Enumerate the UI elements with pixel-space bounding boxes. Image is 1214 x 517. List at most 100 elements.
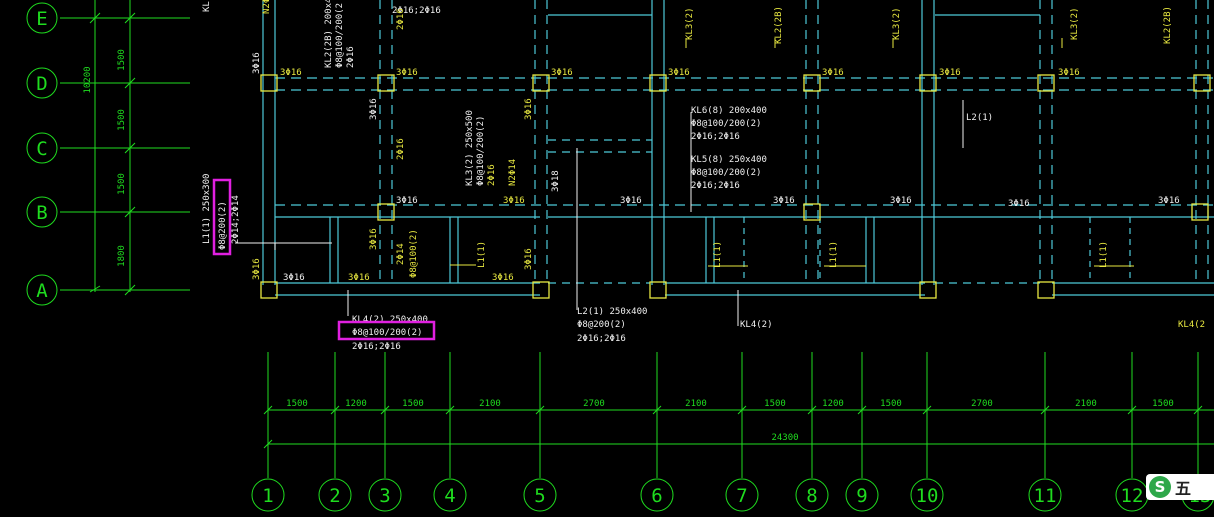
rebar-label: 3Φ16 [492, 273, 514, 283]
sogou-logo-icon: S [1149, 476, 1171, 498]
kl4-main-line-2: 2Φ16;2Φ16 [352, 342, 401, 352]
span-dim: 2100 [1075, 399, 1097, 409]
kl6-line-1: Φ8@100/200(2) [691, 119, 761, 129]
rebar-label-vertical: 2Φ14 [396, 243, 406, 265]
kl1-n2-label: N2Φ [262, 0, 272, 14]
axis-label-8: 8 [806, 485, 817, 507]
dimension-lines [267, 352, 1214, 478]
span-dim: 2100 [479, 399, 501, 409]
dim-D-C: 1500 [117, 109, 127, 131]
kl3-mid-line-0: KL3(2) 250x500 [465, 110, 475, 186]
rebar-label: 3Φ16 [822, 68, 844, 78]
top-bar-label: 2Φ16;2Φ16 [392, 6, 441, 16]
span-dim: 1500 [402, 399, 424, 409]
rebar-label: 3Φ16 [348, 273, 370, 283]
span-dim: 2100 [685, 399, 707, 409]
span-dim: 1500 [764, 399, 786, 409]
rebar-label-vertical: 2Φ16 [396, 138, 406, 160]
rebar-label-vertical: 3Φ18 [551, 170, 561, 192]
beam-annotations: KL1 KL2(2B) 200x4 Φ8@100/200(2 2Φ16 2Φ16… [202, 0, 1205, 352]
l1-left-line-2: 2Φ14;2Φ14 [231, 195, 241, 244]
axis-label-5: 5 [534, 485, 545, 507]
rebar-label-vertical: 3Φ16 [252, 52, 262, 74]
rebar-label-vertical: 3Φ16 [252, 258, 262, 280]
rebar-label: 3Φ16 [280, 68, 302, 78]
span-dim: 1500 [880, 399, 902, 409]
l2-1-upper-label: L2(1) [966, 113, 993, 123]
highlight-box-vertical [212, 178, 232, 256]
axis-label-10: 10 [916, 485, 939, 507]
axis-bubble-D: D [26, 67, 58, 99]
axis-label-9: 9 [856, 485, 867, 507]
axis-label-2: 2 [329, 485, 340, 507]
rebar-label: 3Φ16 [620, 196, 642, 206]
columns [260, 74, 1211, 299]
span-dim: 2700 [971, 399, 993, 409]
kl1-line-0: KL1 [202, 0, 212, 12]
l1-1-label-b: L1(1) [713, 241, 723, 268]
kl3-mid-line-3: N2Φ14 [508, 159, 518, 186]
rebar-label: 3Φ16 [396, 68, 418, 78]
rebar-label: 3Φ16 [1008, 199, 1030, 209]
l1-left-line-0: L1(1) 250x300 [202, 174, 212, 244]
number-axis-labels: 1 2 3 4 5 6 7 8 9 10 11 12 13 [262, 485, 1211, 507]
axis-bubble-E: E [26, 2, 58, 34]
kl6-line-0: KL6(8) 200x400 [691, 106, 767, 116]
kl5-line-0: KL5(8) 250x400 [691, 155, 767, 165]
l2-1-lower-line-2: 2Φ16;2Φ16 [577, 334, 626, 344]
kl3-2-top-label: KL3(2) [685, 7, 695, 40]
axis-label-7: 7 [736, 485, 747, 507]
l2-1-lower-line-1: Φ8@200(2) [577, 320, 626, 330]
number-axis-bubbles [251, 478, 1214, 512]
axis-label-1: 1 [262, 485, 273, 507]
kl3-mid-line-2: 2Φ16 [487, 164, 497, 186]
kl4-right-label: KL4(2) [740, 320, 773, 330]
rebar-label: 3Φ16 [1058, 68, 1080, 78]
axis-label-C: C [36, 138, 47, 160]
dim-E-D: 1500 [117, 49, 127, 71]
axis-label-3: 3 [379, 485, 390, 507]
rebar-label-vertical: 2Φ16 [396, 8, 406, 30]
kl3-mid-line-1: Φ8@100/200(2) [476, 116, 486, 186]
dim-B-A: 1800 [117, 245, 127, 267]
axis-bubble-B: B [26, 196, 58, 228]
span-dim: 1500 [1152, 399, 1174, 409]
span-dim: 1200 [822, 399, 844, 409]
short-yellow-ticks [450, 38, 1134, 267]
l1-1-label-c: L1(1) [829, 241, 839, 268]
kl2-2b-line-2: 2Φ16 [346, 46, 356, 68]
axis-label-B: B [36, 202, 47, 224]
l1-1-label-d: L1(1) [1099, 241, 1109, 268]
axis-label-4: 4 [444, 485, 455, 507]
rebar-label: 3Φ16 [551, 68, 573, 78]
rebar-label-vertical: 3Φ16 [369, 98, 379, 120]
span-dim: 1500 [286, 399, 308, 409]
kl2-2b-top-label-2: KL2(2B) [1163, 6, 1173, 44]
total-span-dim: 24300 [771, 433, 798, 443]
kl4-main-line-0: KL4(2) 250x400 [352, 315, 428, 325]
rebar-label-vertical: 3Φ16 [524, 248, 534, 270]
axis-label-E: E [36, 8, 47, 30]
rebar-label-vertical: 3Φ16 [369, 228, 379, 250]
kl5-line-2: 2Φ16;2Φ16 [691, 181, 740, 191]
kl4-far-right-label: KL4(2 [1178, 320, 1205, 330]
span-dim: 1200 [345, 399, 367, 409]
kl3-2-top-label-3: KL3(2) [1070, 7, 1080, 40]
rebar-label-vertical: 3Φ16 [524, 98, 534, 120]
leader-lines [235, 100, 964, 326]
span-dimension-texts: 1500 1200 1500 2100 2700 2100 1500 1200 … [286, 399, 1174, 443]
kl2-2b-top-label: KL2(2B) [774, 6, 784, 44]
kl5-line-1: Φ8@100/200(2) [691, 168, 761, 178]
highlight-box-horizontal [337, 320, 436, 341]
dimension-ticks [263, 405, 1203, 449]
ime-status-badge[interactable]: S 五 [1146, 474, 1214, 500]
letter-axis-group [60, 0, 190, 296]
dim-C-B: 1500 [117, 173, 127, 195]
axis-label-6: 6 [651, 485, 662, 507]
l2-1-lower-line-0: L2(1) 250x400 [577, 307, 647, 317]
rebar-labels: 3Φ16 3Φ16 3Φ16 3Φ16 3Φ16 3Φ16 3Φ16 3Φ16 … [252, 0, 1180, 283]
rebar-label: 3Φ16 [283, 273, 305, 283]
highlight-boxes [212, 178, 436, 341]
